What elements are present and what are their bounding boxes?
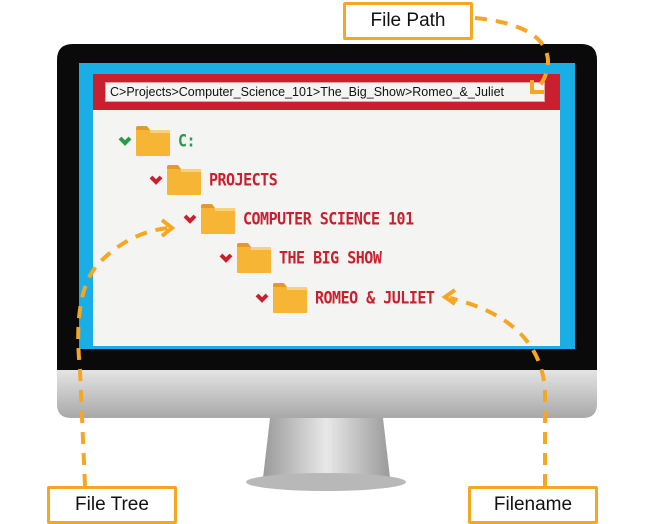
tree-item-label: PROJECTS xyxy=(209,169,278,191)
folder-icon xyxy=(273,283,307,313)
chevron-down-icon[interactable] xyxy=(219,251,233,265)
tree-item-romeo-juliet[interactable]: ROMEO & JULIET xyxy=(255,281,435,315)
tree-item-projects[interactable]: PROJECTS xyxy=(149,163,278,197)
chevron-down-icon[interactable] xyxy=(255,291,269,305)
monitor-stand xyxy=(263,418,390,478)
monitor-base xyxy=(246,473,406,491)
tree-item-computer-science-101[interactable]: COMPUTER SCIENCE 101 xyxy=(183,202,414,236)
tree-item-label: THE BIG SHOW xyxy=(279,247,382,269)
chevron-down-icon[interactable] xyxy=(149,173,163,187)
file-path-input[interactable]: C>Projects>Computer_Science_101>The_Big_… xyxy=(105,82,545,102)
monitor-chin xyxy=(57,370,597,418)
callout-filename: Filename xyxy=(468,486,598,524)
folder-icon xyxy=(201,204,235,234)
folder-icon xyxy=(167,165,201,195)
tree-item-label: COMPUTER SCIENCE 101 xyxy=(243,208,414,230)
tree-item-label: ROMEO & JULIET xyxy=(315,287,435,309)
file-explorer-window: C>Projects>Computer_Science_101>The_Big_… xyxy=(93,74,560,346)
chevron-down-icon[interactable] xyxy=(183,212,197,226)
tree-item-c[interactable]: C: xyxy=(118,124,196,158)
callout-file-tree: File Tree xyxy=(47,486,177,524)
folder-icon xyxy=(136,126,170,156)
path-bar: C>Projects>Computer_Science_101>The_Big_… xyxy=(93,74,560,110)
tree-item-the-big-show[interactable]: THE BIG SHOW xyxy=(219,241,382,275)
chevron-down-icon[interactable] xyxy=(118,134,132,148)
tree-item-label: C: xyxy=(178,130,196,152)
folder-icon xyxy=(237,243,271,273)
callout-file-path: File Path xyxy=(343,2,473,40)
